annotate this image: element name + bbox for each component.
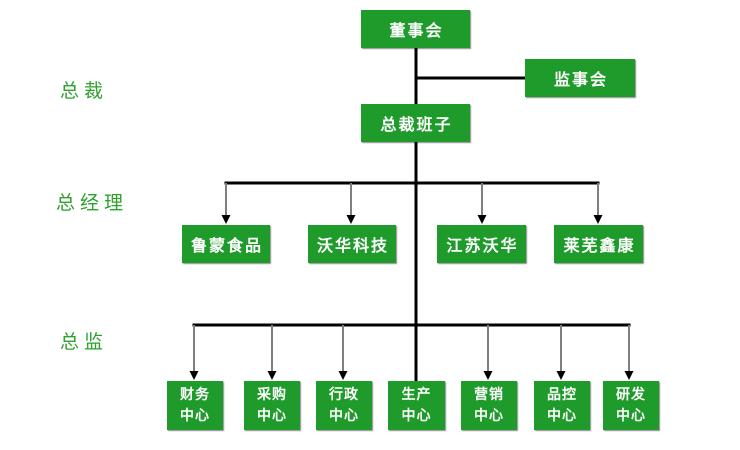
connector-lines bbox=[192, 48, 631, 381]
node-laiwu-xinkang: 莱芜鑫康 bbox=[554, 225, 643, 263]
arrow-stems bbox=[193, 183, 630, 372]
node-supervisory-board: 监事会 bbox=[525, 59, 635, 97]
node-rnd-center: 研发 中心 bbox=[603, 381, 659, 430]
arrow-heads bbox=[189, 215, 634, 380]
node-finance-center: 财务 中心 bbox=[167, 381, 223, 430]
node-quality-control-center: 品控 中心 bbox=[534, 381, 590, 430]
role-label-general-manager: 总经理 bbox=[56, 192, 129, 214]
node-president-team: 总裁班子 bbox=[361, 104, 470, 142]
node-admin-center: 行政 中心 bbox=[316, 381, 372, 430]
node-board-of-directors: 董事会 bbox=[361, 10, 470, 48]
node-wohua-tech: 沃华科技 bbox=[308, 225, 396, 263]
node-jiangsu-wohua: 江苏沃华 bbox=[437, 225, 526, 263]
role-label-president: 总裁 bbox=[60, 80, 109, 102]
node-production-center: 生产 中心 bbox=[388, 381, 445, 430]
role-label-director: 总监 bbox=[60, 331, 109, 353]
node-lumeng-foods: 鲁蒙食品 bbox=[182, 225, 270, 263]
node-marketing-center: 营销 中心 bbox=[461, 381, 517, 430]
node-procurement-center: 采购 中心 bbox=[244, 381, 300, 430]
